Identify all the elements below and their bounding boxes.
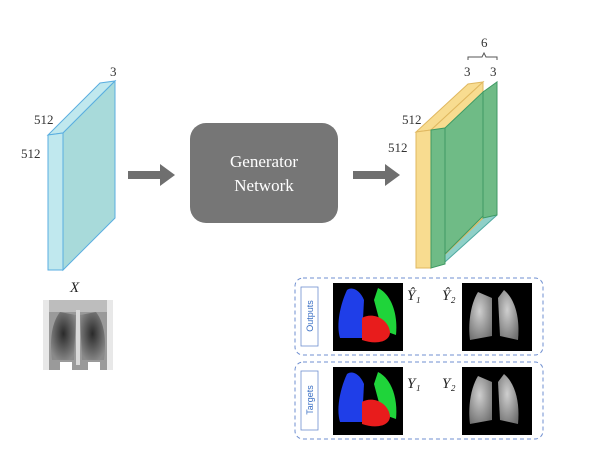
input-depth-label: 3 xyxy=(110,64,117,79)
input-variable-label: X xyxy=(69,280,80,296)
outputs-side-tab xyxy=(300,286,319,347)
target-grayscale-image xyxy=(462,367,532,435)
output-segmentation-image xyxy=(333,283,403,351)
output-grayscale-image xyxy=(462,283,532,351)
targets-panel xyxy=(294,361,544,440)
target-label-1: Y₁ xyxy=(407,376,421,392)
input-volume xyxy=(46,79,117,272)
input-volume-front xyxy=(62,79,116,272)
output-height-label: 512 xyxy=(402,112,422,127)
output-depth-b-label: 3 xyxy=(490,64,497,79)
output-depth-a-label: 3 xyxy=(464,64,471,79)
output-green-strip xyxy=(482,81,498,219)
input-height-label: 512 xyxy=(34,112,54,127)
generator-label-line2: Network xyxy=(234,176,294,195)
input-volume-side xyxy=(47,132,64,271)
arrow-generator-to-output xyxy=(353,164,400,186)
output-green-side xyxy=(430,127,446,269)
generator-label-line1: Generator xyxy=(230,152,298,171)
input-width-label: 512 xyxy=(21,146,41,161)
output-volume xyxy=(414,80,498,270)
outputs-panel xyxy=(294,277,544,356)
outputs-side-label: Outputs xyxy=(305,300,315,332)
chest-xray-image xyxy=(43,300,113,370)
output-label-2: Ŷ₂ xyxy=(442,287,456,304)
output-yellow-side xyxy=(415,129,432,269)
output-total-depth-label: 6 xyxy=(481,35,488,50)
output-width-label: 512 xyxy=(388,140,408,155)
output-depth-brace xyxy=(467,51,498,60)
targets-side-tab xyxy=(300,370,319,431)
target-segmentation-image xyxy=(333,367,403,435)
targets-side-label: Targets xyxy=(305,385,315,415)
generator-network-box xyxy=(190,123,338,223)
arrow-input-to-generator xyxy=(128,164,175,186)
output-label-1: Ŷ₁ xyxy=(407,287,421,304)
target-label-2: Y₂ xyxy=(442,376,456,392)
